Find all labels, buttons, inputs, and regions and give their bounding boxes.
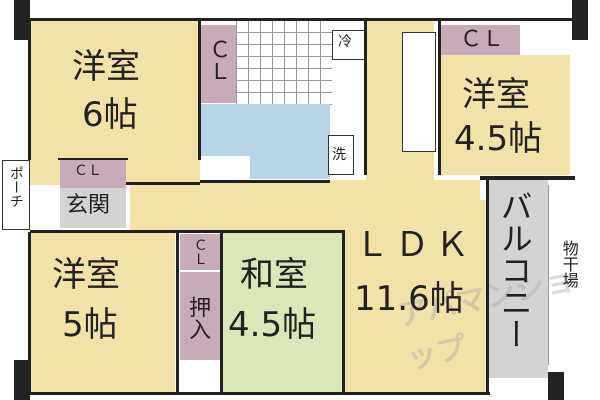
western-room-6-name: 洋室 — [72, 47, 140, 87]
closet-western-6 — [200, 25, 236, 103]
wall-corridor-bottom — [30, 230, 345, 233]
bath — [236, 20, 332, 105]
ldk-name: ＬＤＫ — [355, 225, 475, 265]
wall-kitchen-left — [364, 20, 367, 175]
drying-area — [548, 185, 588, 365]
ldk-room — [344, 200, 488, 392]
western-room-45-name: 洋室 — [462, 75, 530, 115]
wall-room6-right — [198, 20, 201, 160]
drying-area-label: 物干場 — [559, 240, 579, 288]
entrance-closet — [60, 160, 126, 188]
wall-top — [30, 18, 572, 21]
closet-japanese — [180, 234, 220, 270]
balcony — [488, 180, 548, 378]
wall-outer-right-top — [572, 0, 588, 40]
wall-balcony-left — [486, 180, 489, 392]
wall-entrance-top — [58, 158, 128, 160]
wall-bottom — [30, 392, 490, 395]
wall-wet-bottom — [200, 180, 330, 183]
western-room-6-size: 6帖 — [82, 95, 138, 135]
closet-western-6-label: ＣＬ — [205, 38, 231, 82]
fridge-label: 冷 — [338, 34, 352, 50]
western-room-5-name: 洋室 — [52, 255, 120, 295]
balcony-label: バルコニー — [495, 190, 534, 350]
wall-room6-bottom — [126, 182, 200, 185]
japanese-room — [222, 232, 344, 392]
ldk-size: 11.6帖 — [354, 279, 464, 319]
wall-outer-left-top — [14, 0, 30, 40]
western-room-5 — [30, 232, 175, 392]
japanese-room-name: 和室 — [240, 255, 308, 295]
porch-label: ポーチ — [7, 166, 24, 208]
laundry-label: 洗 — [332, 147, 346, 163]
western-room-5-size: 5帖 — [62, 305, 118, 345]
fridge-space — [332, 30, 366, 60]
washroom — [250, 104, 330, 179]
western-room-45 — [440, 55, 570, 175]
kitchen-counter — [402, 32, 436, 152]
japanese-room-size: 4.5帖 — [228, 305, 317, 345]
laundry-space — [328, 135, 354, 175]
wall-japanese-right — [342, 232, 345, 392]
porch — [2, 160, 30, 230]
closet-japanese-label: ＣＬ — [191, 238, 208, 266]
oshiire-label: 押入 — [185, 296, 211, 340]
entrance — [60, 188, 126, 228]
wall-left-lower — [28, 232, 31, 392]
wall-outer-left-bottom — [14, 360, 30, 400]
western-room-45-size: 4.5帖 — [454, 119, 543, 159]
entrance-label: 玄関 — [66, 193, 111, 218]
wall-left — [28, 20, 31, 160]
toilet — [200, 104, 250, 156]
wall-room5-right — [176, 232, 179, 392]
wall-room45-left — [438, 20, 441, 175]
closet-western-45-label: ＣＬ — [460, 27, 505, 52]
wall-outer-right-bottom — [548, 372, 564, 400]
oshiire — [180, 272, 220, 360]
wall-room45-bottom — [480, 176, 575, 180]
closet-western-45 — [440, 25, 520, 55]
western-room-6 — [30, 20, 200, 185]
wall-japanese-left — [220, 232, 223, 392]
entrance-closet-label: ＣＬ — [74, 163, 102, 179]
